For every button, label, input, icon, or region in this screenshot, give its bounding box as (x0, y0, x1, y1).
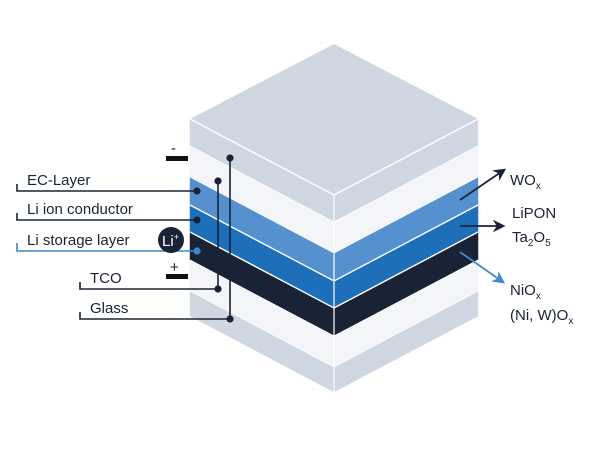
label-wox: WOx (510, 172, 541, 192)
label-li-storage-layer: Li storage layer (27, 232, 130, 249)
ion-conductor-dot (193, 216, 201, 224)
storage-layer-dot (193, 247, 201, 255)
negative-sign: - (171, 140, 176, 157)
leader-dots (193, 154, 234, 323)
right-labels: WOx LiPON Ta2O5 NiOx (Ni, W)Ox (510, 172, 573, 327)
label-niox: NiOx (510, 282, 541, 302)
tco-leader (79, 181, 219, 290)
negative-bar-icon (166, 156, 188, 161)
negative-terminal: - (166, 140, 188, 161)
positive-bar-icon (166, 274, 188, 279)
cube-top-face (190, 44, 478, 195)
label-tco: TCO (90, 270, 122, 287)
storage-layer-leader (16, 243, 197, 252)
glass-bottom-dot (226, 315, 234, 323)
storage-material-arrow (459, 251, 506, 284)
left-labels: EC-Layer Li ion conductor Li storage lay… (27, 172, 133, 317)
tco-top-dot (214, 177, 222, 185)
ec-layer-leader (16, 184, 197, 192)
label-li-ion-conductor: Li ion conductor (27, 201, 133, 218)
ion-conductor-leader (16, 213, 197, 221)
label-lipon: LiPON (512, 205, 556, 222)
ec-layer-dot (193, 187, 201, 195)
material-arrows (459, 168, 507, 284)
li-ion-circle (158, 227, 184, 253)
label-ni-w-ox: (Ni, W)Ox (510, 307, 573, 327)
glass-top-dot (226, 154, 234, 162)
label-ta2o5: Ta2O5 (512, 229, 551, 249)
top-face-edge (189, 118, 479, 196)
leader-lines (16, 158, 231, 320)
layer-cube (189, 118, 479, 393)
li-ion-badge: Li+ (158, 227, 184, 253)
positive-terminal: + (166, 259, 188, 279)
tco-bottom-dot (214, 285, 222, 293)
label-ec-layer: EC-Layer (27, 172, 90, 189)
glass-leader (79, 158, 231, 320)
label-glass: Glass (90, 300, 128, 317)
positive-sign: + (170, 259, 179, 276)
li-ion-text: Li+ (162, 232, 179, 250)
ec-material-arrow (459, 168, 507, 201)
